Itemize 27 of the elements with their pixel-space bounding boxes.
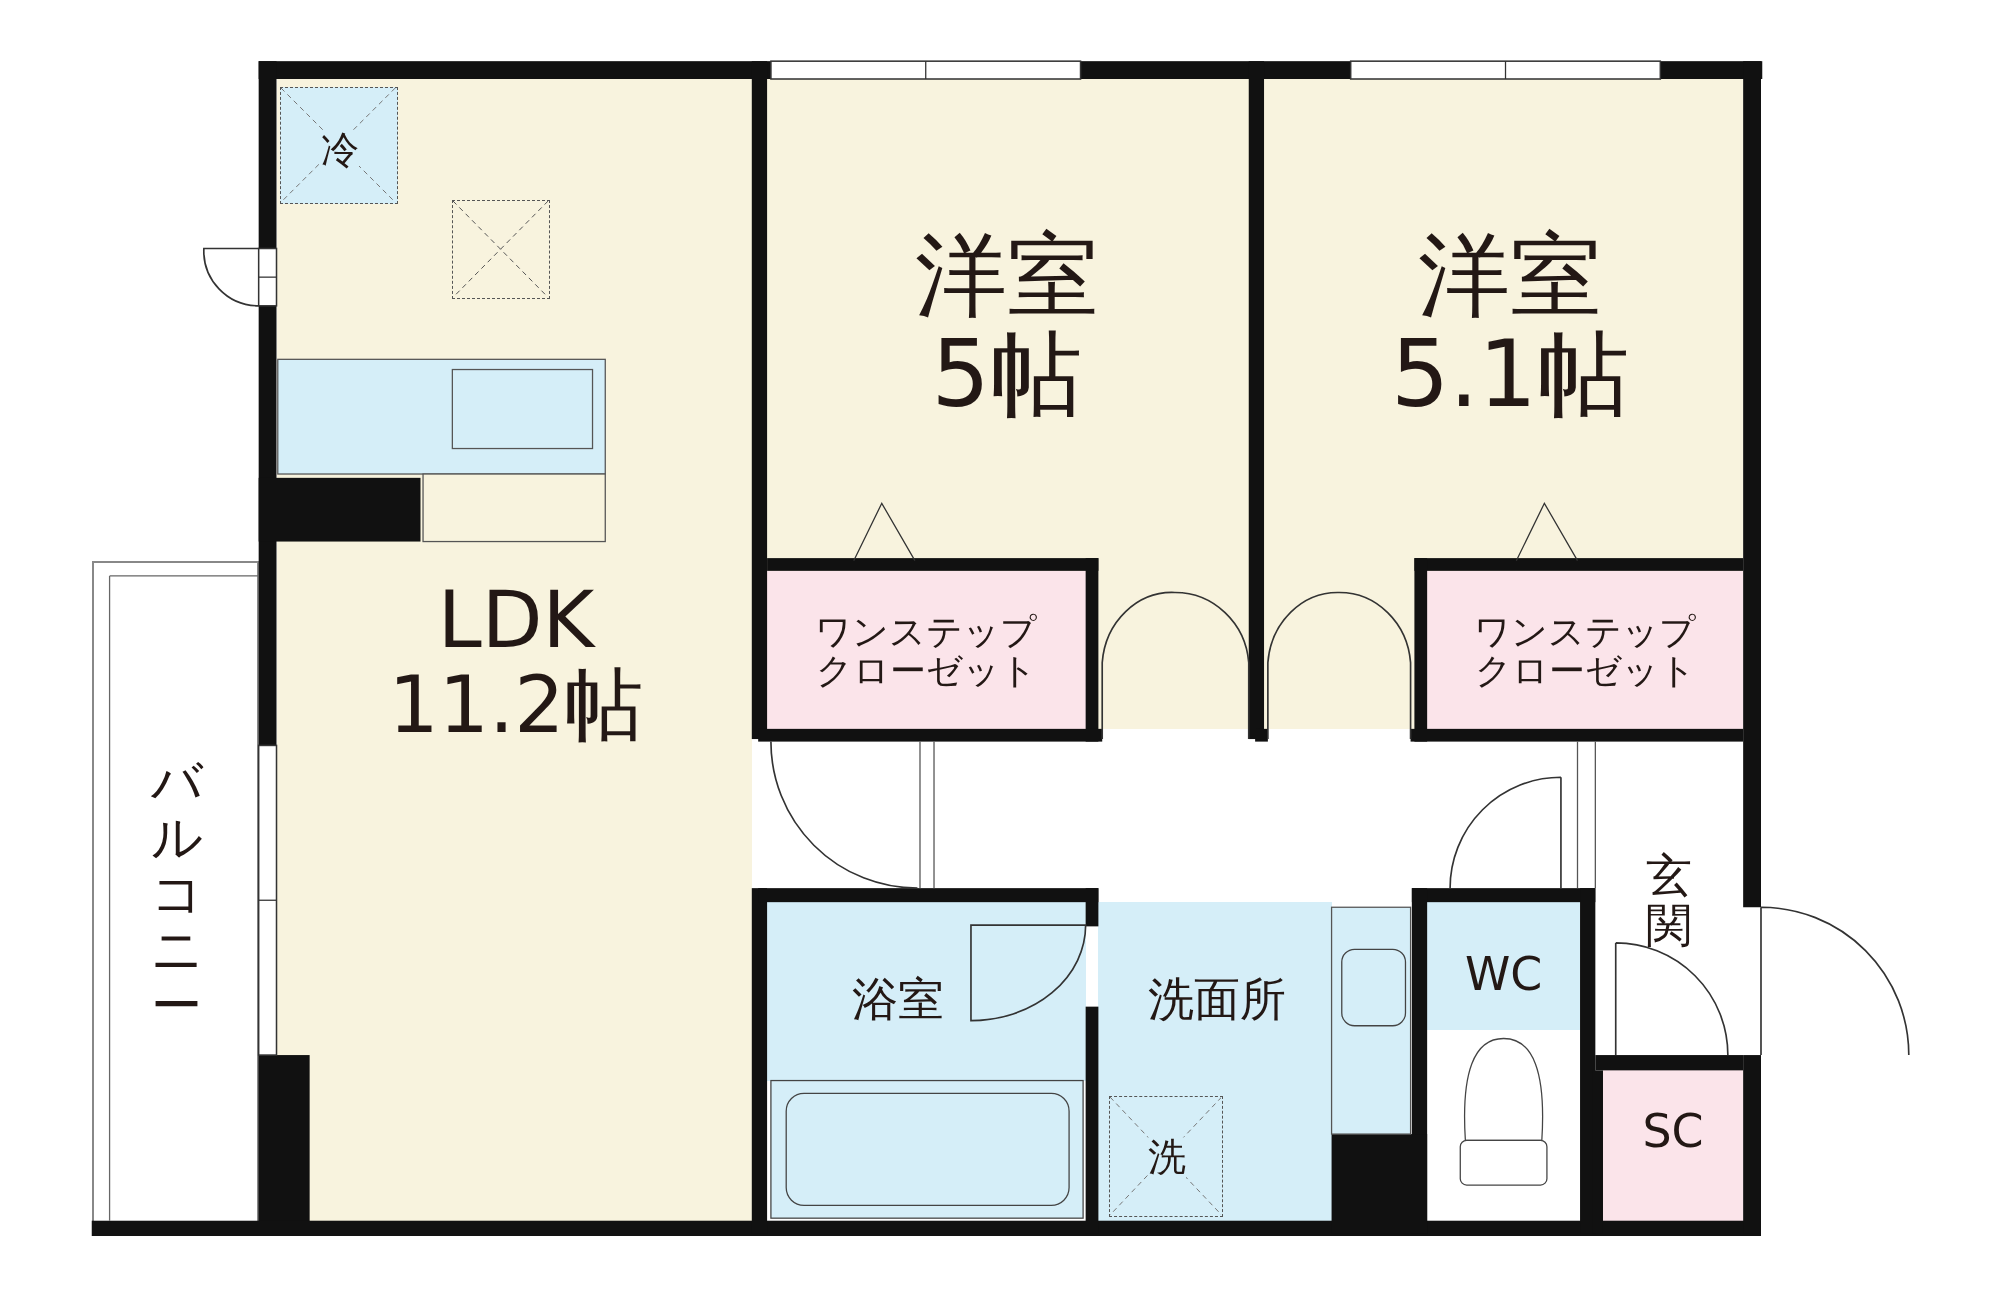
refrigerator-space [280, 86, 398, 204]
room-label: LDK [437, 577, 595, 663]
room-floor [1427, 902, 1581, 1030]
fixture-space [452, 200, 551, 300]
room-floor [767, 902, 1086, 1081]
room-label: 冷 [320, 130, 359, 172]
room-label: 洋室 [914, 225, 1099, 325]
vertical-room-label: 玄関 [1646, 849, 1693, 951]
room-label: 11.2帖 [388, 662, 644, 748]
room-label: 5帖 [931, 324, 1082, 424]
closet [1603, 1070, 1744, 1221]
closet-label: ワンステップクローゼット [1473, 613, 1698, 691]
room-label: 洗 [1147, 1137, 1186, 1179]
room-floor [1098, 902, 1332, 1221]
room-label: 浴室 [852, 975, 945, 1026]
vertical-room-label: バルコニー [151, 753, 203, 1035]
closet [767, 570, 1086, 729]
washer-space [1108, 1095, 1224, 1217]
closet-label: ワンステップクローゼット [814, 613, 1039, 691]
room-label: 5.1帖 [1391, 324, 1629, 424]
closet [1427, 570, 1744, 729]
room-floor [767, 79, 1249, 729]
room-floor [1264, 79, 1744, 729]
room-label: SC [1642, 1106, 1704, 1157]
room-label: 洋室 [1417, 225, 1602, 325]
room-label: 洗面所 [1147, 975, 1286, 1026]
room-label: WC [1464, 950, 1543, 1000]
